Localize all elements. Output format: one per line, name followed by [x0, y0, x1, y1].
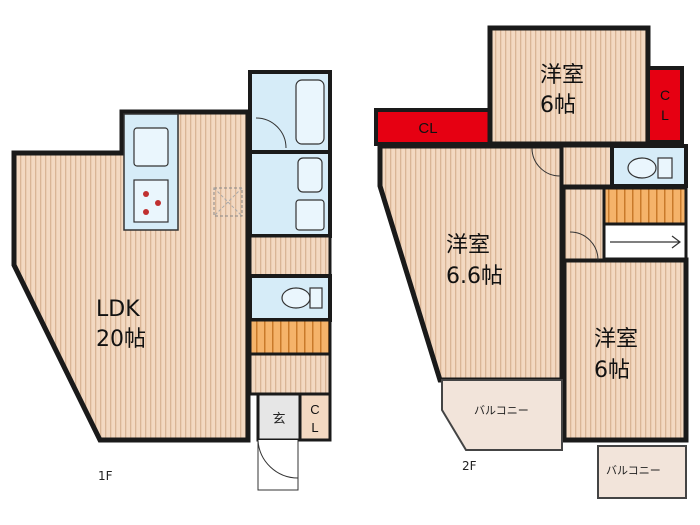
room-top-label: 洋室: [540, 63, 584, 88]
room-right-size: 6帖: [594, 358, 630, 383]
first-floor: 玄 C L LDK 20帖 1F: [11, 70, 332, 491]
door-arc: [569, 231, 599, 261]
room-right-label: 洋室: [594, 327, 638, 352]
hallway-2f: [560, 144, 614, 188]
ldk-size: 20帖: [96, 327, 146, 352]
room-right: [561, 257, 689, 443]
closet-2f-right: [646, 66, 684, 144]
kitchen-sink: [133, 127, 169, 167]
stove-burner-icon: [155, 200, 161, 206]
balcony-left: [441, 379, 563, 451]
genkan-label: 玄: [272, 412, 285, 427]
balcony-left-label: バルコニー: [474, 404, 529, 417]
door-arc: [531, 147, 561, 177]
toilet-icon: [281, 287, 311, 309]
floor-label-2f: 2F: [462, 459, 477, 473]
kitchen-stove: [133, 179, 169, 223]
room-center-label: 洋室: [446, 233, 490, 258]
closet-2f-right-label-c: C: [660, 87, 670, 103]
room-center-size: 6.6帖: [446, 264, 503, 289]
bathtub-icon: [295, 79, 325, 145]
stairs: [248, 318, 332, 356]
closet-2f-right-label-l: L: [661, 107, 669, 123]
hallway: [248, 234, 332, 278]
second-floor: CL 洋室 6帖 C L 洋室 6.6帖 洋室 6帖 バルコニー: [374, 25, 689, 499]
room-top-size: 6帖: [540, 93, 576, 118]
closet-1f-label-l: L: [311, 420, 318, 435]
entry-hall: [248, 352, 332, 396]
closet-1f-label-c: C: [310, 402, 319, 417]
toilet-icon: [627, 157, 657, 179]
stairs-2f: [602, 186, 688, 226]
closet-1f: [298, 392, 332, 442]
entrance-door: [257, 440, 299, 491]
floor-label-1f: 1F: [98, 469, 113, 483]
stove-burner-icon: [143, 209, 149, 215]
washbasin-icon: [297, 157, 323, 193]
room-top: [487, 25, 651, 147]
balcony-right: [597, 445, 687, 499]
ldk-label: LDK: [96, 297, 140, 322]
balcony-right-label: バルコニー: [606, 464, 661, 477]
stove-burner-icon: [143, 191, 149, 197]
washing-machine-icon: [295, 199, 325, 231]
genkan: [256, 392, 302, 442]
closet-2f-left-label: CL: [418, 120, 437, 137]
door-arc: [255, 117, 287, 149]
fridge-space: [213, 187, 243, 217]
room-center: [377, 143, 565, 383]
